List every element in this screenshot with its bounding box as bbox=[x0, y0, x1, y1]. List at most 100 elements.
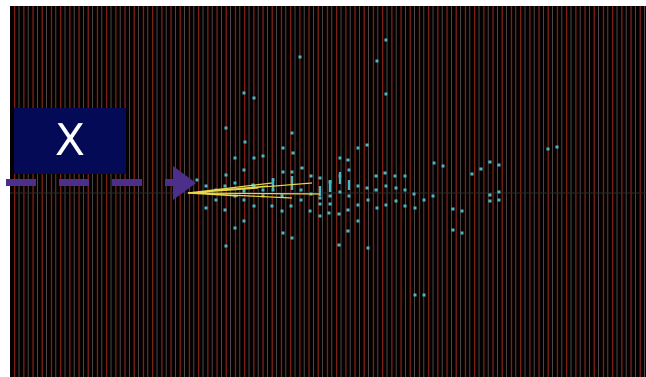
detector-hit bbox=[356, 219, 360, 223]
detector-strip bbox=[556, 6, 559, 377]
detector-strip bbox=[230, 6, 231, 377]
detector-strip bbox=[432, 6, 434, 377]
detector-hit bbox=[366, 246, 370, 250]
detector-strip bbox=[290, 6, 292, 377]
detector-strip bbox=[221, 6, 222, 377]
detector-hit bbox=[347, 194, 351, 198]
detector-hit bbox=[290, 131, 294, 135]
detector-hit bbox=[546, 147, 550, 151]
detector-strip bbox=[161, 6, 163, 377]
detector-hit bbox=[356, 184, 360, 188]
detector-strip bbox=[239, 6, 241, 377]
right-arrow-icon bbox=[173, 166, 196, 200]
detector-strip bbox=[322, 6, 323, 377]
detector-hit-cluster bbox=[290, 176, 294, 190]
detector-hit bbox=[451, 228, 455, 232]
detector-strip bbox=[349, 6, 351, 377]
detector-strip bbox=[520, 6, 522, 377]
detector-hit bbox=[451, 207, 455, 211]
detector-hit bbox=[243, 140, 247, 144]
particle-track bbox=[187, 192, 293, 199]
detector-strip bbox=[598, 6, 599, 377]
detector-hit bbox=[242, 168, 246, 172]
detector-hit bbox=[383, 171, 387, 175]
detector-strip bbox=[510, 6, 513, 377]
detector-strip bbox=[124, 6, 126, 377]
detector-strip bbox=[267, 6, 268, 377]
detector-strip bbox=[635, 6, 636, 377]
detector-hit bbox=[224, 173, 228, 177]
detector-hit bbox=[289, 204, 293, 208]
detector-hit bbox=[441, 164, 445, 168]
beam-dash bbox=[165, 179, 175, 186]
detector-strip bbox=[616, 6, 618, 377]
detector-strip bbox=[345, 6, 347, 377]
detector-strip bbox=[87, 6, 89, 377]
detector-strip bbox=[483, 6, 485, 377]
detector-hit bbox=[233, 156, 237, 160]
detector-strip bbox=[152, 6, 154, 377]
detector-hit bbox=[223, 208, 227, 212]
detector-strip bbox=[234, 6, 237, 377]
detector-hit bbox=[204, 184, 208, 188]
detector-strip bbox=[543, 6, 544, 377]
detector-strip bbox=[313, 6, 314, 377]
detector-strip bbox=[78, 6, 80, 377]
detector-hit bbox=[394, 186, 398, 190]
detector-strip bbox=[418, 6, 421, 377]
detector-hit bbox=[328, 202, 332, 206]
detector-hit bbox=[308, 209, 312, 213]
detector-strip bbox=[18, 6, 20, 377]
detector-strip bbox=[257, 6, 259, 377]
detector-strip bbox=[579, 6, 581, 377]
detector-strip bbox=[119, 6, 121, 377]
detector-hit bbox=[555, 145, 559, 149]
detector-hit bbox=[403, 204, 407, 208]
detector-strip bbox=[395, 6, 397, 377]
detector-hit bbox=[422, 293, 426, 297]
detector-strip bbox=[165, 6, 167, 377]
detector-strip bbox=[441, 6, 443, 377]
detector-hit bbox=[252, 96, 256, 100]
detector-strip bbox=[110, 6, 112, 377]
detector-hit bbox=[242, 198, 246, 202]
x-label: X bbox=[54, 115, 86, 166]
detector-strip bbox=[437, 6, 439, 377]
detector-hit bbox=[479, 167, 483, 171]
detector-hit bbox=[432, 161, 436, 165]
detector-hit bbox=[328, 194, 332, 198]
detector-strip bbox=[303, 6, 305, 377]
detector-hit bbox=[318, 176, 322, 180]
detector-strip bbox=[501, 6, 503, 377]
detector-hit bbox=[261, 194, 265, 198]
detector-hit bbox=[422, 198, 426, 202]
detector-hit bbox=[374, 188, 378, 192]
detector-hit bbox=[431, 194, 435, 198]
detector-hit bbox=[347, 168, 351, 172]
detector-strip bbox=[101, 6, 103, 377]
detector-hit bbox=[280, 209, 284, 213]
detector-strip bbox=[621, 6, 623, 377]
detector-hit bbox=[375, 206, 379, 210]
detector-hit bbox=[298, 55, 302, 59]
detector-hit bbox=[280, 194, 284, 198]
detector-strip bbox=[552, 6, 553, 377]
detector-strip bbox=[142, 6, 145, 377]
detector-hit bbox=[346, 158, 350, 162]
detector-hit bbox=[412, 192, 416, 196]
detector-strip bbox=[529, 6, 531, 377]
detector-hit bbox=[356, 203, 360, 207]
detector-hit bbox=[393, 174, 397, 178]
detector-hit bbox=[375, 59, 379, 63]
detector-hit bbox=[318, 202, 322, 206]
detector-strip bbox=[460, 6, 461, 377]
detector-strip bbox=[336, 6, 338, 377]
detector-strip bbox=[607, 6, 609, 377]
detector-strip bbox=[138, 6, 139, 377]
beam-dashes bbox=[6, 179, 175, 186]
detector-hit bbox=[233, 226, 237, 230]
detector-strip bbox=[32, 6, 34, 377]
detector-strip bbox=[584, 6, 586, 377]
detector-strip bbox=[612, 6, 614, 377]
detector-strip bbox=[625, 6, 627, 377]
